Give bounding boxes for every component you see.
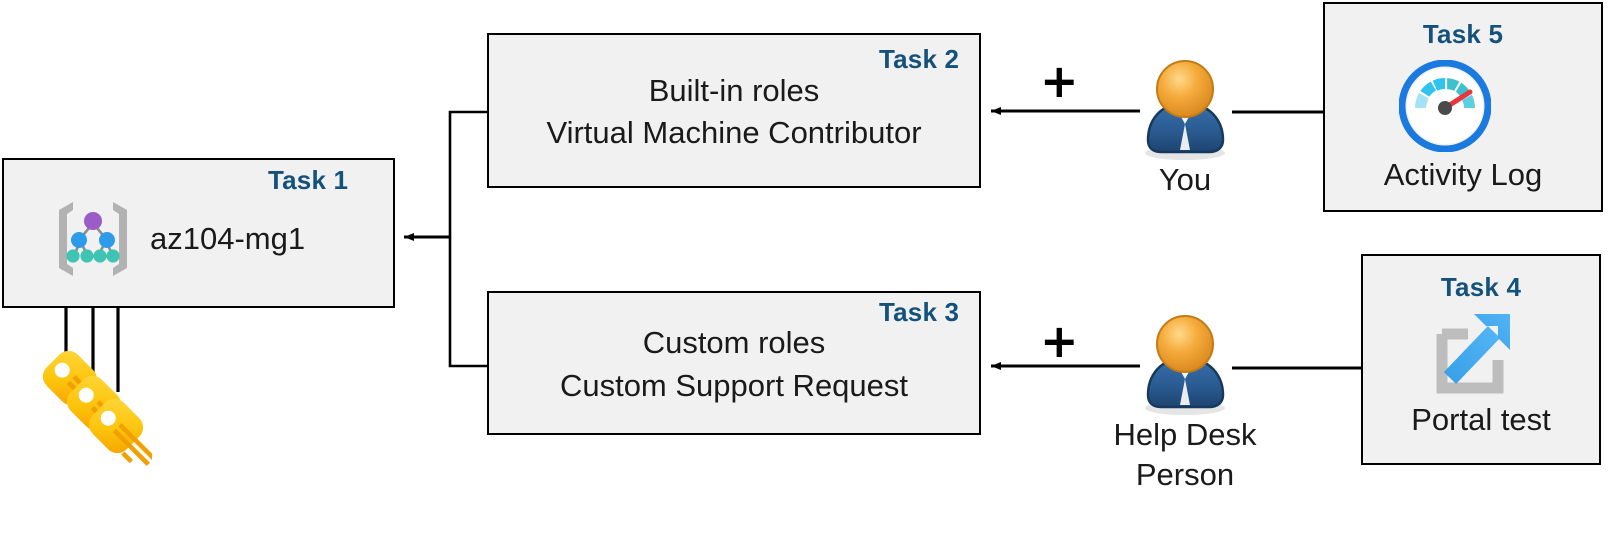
node-task2[interactable] xyxy=(487,33,981,188)
task3-text-line-2: Custom Support Request xyxy=(559,368,909,403)
node-task3[interactable] xyxy=(487,291,981,435)
node-task4[interactable] xyxy=(1361,254,1601,465)
actor-help-desk-caption-line-2: Person xyxy=(1135,457,1235,492)
task1-text-line-1: az104-mg1 xyxy=(150,221,306,256)
external-link-icon xyxy=(1436,314,1510,394)
task3-text-line-1: Custom roles xyxy=(642,325,826,360)
task1-badge: Task 1 xyxy=(268,165,349,195)
gauge-icon xyxy=(1399,60,1491,152)
task5-badge: Task 5 xyxy=(1422,19,1504,49)
actor-you-caption: You xyxy=(1158,162,1212,197)
actor-help-desk-caption-line-1: Help Desk xyxy=(1113,417,1257,452)
person-icon-help-desk xyxy=(1145,315,1225,415)
task4-badge: Task 4 xyxy=(1440,272,1522,302)
person-icon-you xyxy=(1145,60,1225,160)
plus-sign-you: + xyxy=(1040,54,1079,108)
plus-sign-help-desk: + xyxy=(1040,314,1079,368)
task2-text-line-1: Built-in roles xyxy=(648,73,820,108)
management-group-icon xyxy=(59,202,127,276)
connector-task2-task3-to-task1 xyxy=(404,110,487,368)
task2-badge: Task 2 xyxy=(879,44,960,74)
task2-text-line-2: Virtual Machine Contributor xyxy=(546,115,922,150)
task4-caption: Portal test xyxy=(1411,402,1551,437)
task5-caption: Activity Log xyxy=(1383,157,1543,192)
keys-icon xyxy=(42,350,152,466)
node-task1[interactable] xyxy=(2,158,395,308)
task3-badge: Task 3 xyxy=(879,297,960,327)
